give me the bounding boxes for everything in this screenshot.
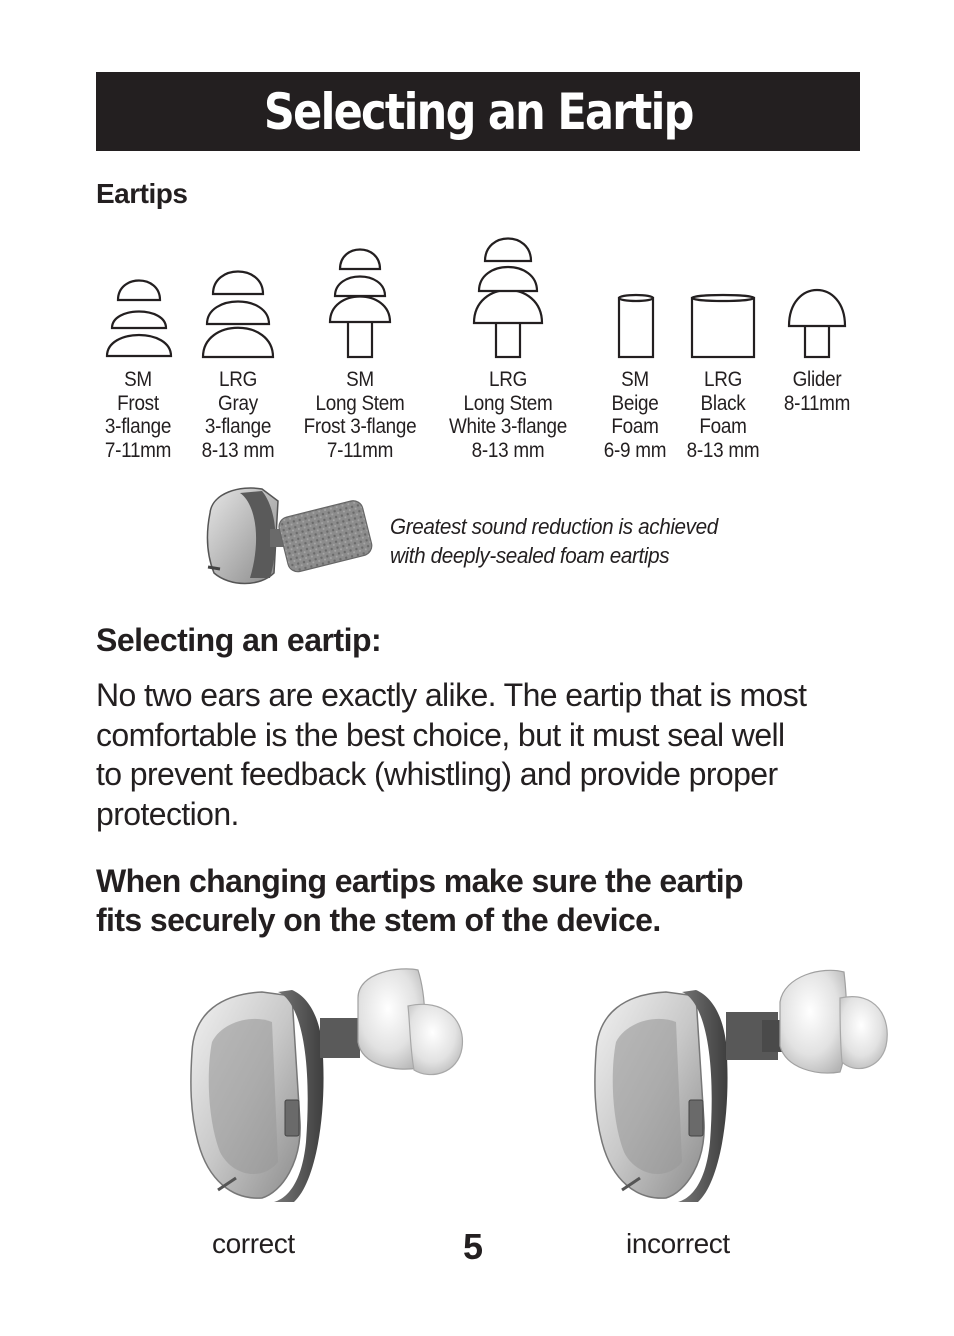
eartip-label-glider: Glider 8-11mm [783, 368, 851, 415]
eartip-lrg-long-stem-white-drawing [472, 237, 544, 359]
eartip-sm-long-stem-frost-drawing [328, 248, 392, 359]
eartip-sm-beige-foam-drawing [617, 293, 655, 359]
eartip-label-lrg-black-foam: LRG Black Foam 8-13 mm [686, 368, 760, 462]
foam-eartip-device-photo [206, 487, 373, 585]
foam-caption: Greatest sound reduction is achieved wit… [390, 514, 718, 568]
eartip-label-sm-long-stem: SM Long Stem Frost 3-flange 7-11mm [303, 368, 417, 462]
eartip-lrg-gray-3-flange-drawing [201, 270, 275, 359]
section-heading: Selecting an eartip: [96, 622, 382, 658]
eartip-lrg-black-foam-drawing [690, 293, 756, 359]
correct-fit-photo [190, 968, 464, 1202]
incorrect-label: incorrect [626, 1228, 730, 1259]
page-title: Selecting an Eartip [263, 82, 694, 141]
eartip-label-lrg-long-stem: LRG Long Stem White 3-flange 8-13 mm [448, 368, 568, 462]
eartip-label-sm-frost: SM Frost 3-flange 7-11mm [104, 368, 172, 462]
eartip-label-sm-beige-foam: SM Beige Foam 6-9 mm [603, 368, 667, 462]
body-paragraph: No two ears are exactly alike. The earti… [96, 677, 807, 832]
eartips-heading: Eartips [96, 178, 188, 209]
eartip-sm-frost-3-flange-drawing [105, 279, 173, 358]
eartip-glider-drawing [787, 289, 847, 359]
warning-paragraph: When changing eartips make sure the eart… [96, 863, 744, 938]
correct-label: correct [212, 1228, 295, 1259]
incorrect-fit-photo [594, 969, 888, 1202]
eartip-label-lrg-gray: LRG Gray 3-flange 8-13 mm [201, 368, 275, 462]
title-bar: Selecting an Eartip [96, 72, 860, 151]
page-number: 5 [463, 1226, 484, 1267]
